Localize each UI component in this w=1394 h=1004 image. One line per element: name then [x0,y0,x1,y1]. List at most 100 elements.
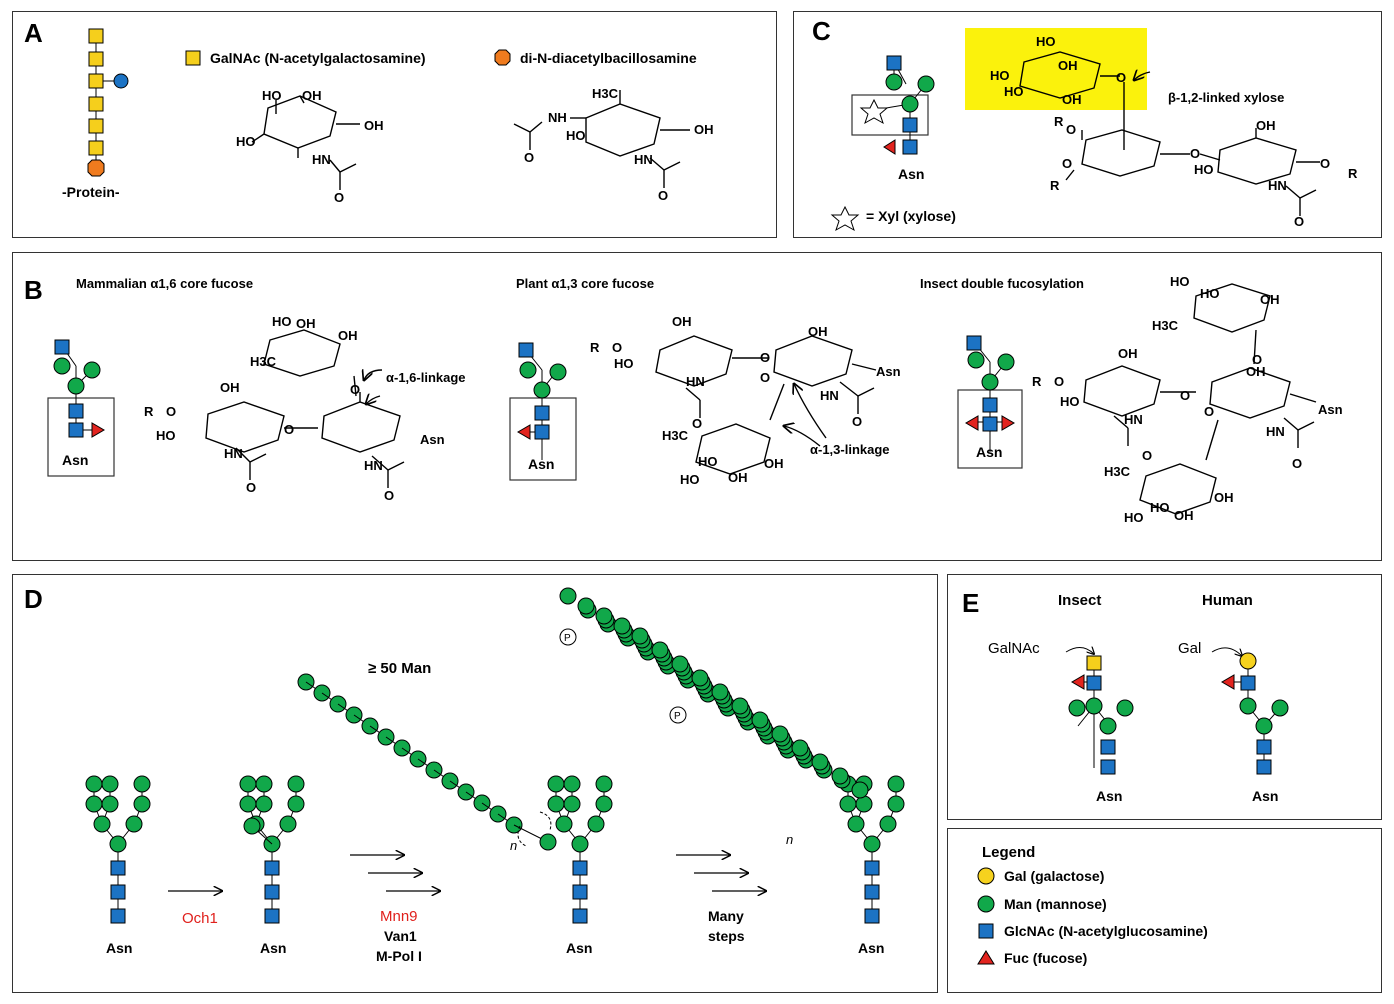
panel-a [12,11,777,238]
mannose-node [255,775,273,793]
bp-nh-1: HN [686,374,705,389]
bp-ho-2: HO [698,454,718,469]
mannose-node [631,627,649,645]
glcnac-node [864,860,880,876]
bm-o-3: O [284,422,295,437]
panel-b-plant-glycan [509,342,577,481]
galnac-structure [251,95,360,190]
mannose-node [831,767,849,785]
glcnac-node [864,908,880,924]
mannose-node [595,795,613,813]
mannose-node [771,725,789,743]
galnac-o: O [334,190,345,205]
panel-c [793,11,1382,238]
mannose-node [133,775,151,793]
glcnac-node [572,908,588,924]
galnac-legend-square [185,50,201,66]
panel-c-glycan [830,55,935,232]
e-insect-label: Insect [1058,592,1102,609]
glcnac-node [264,860,280,876]
bi-oh-5: OH [1174,508,1194,523]
bm-oh-2: OH [338,328,358,343]
panel-b-insect-glycan [957,335,1023,469]
linkage-13: α-1,3-linkage [810,442,890,457]
legend-glcnac: GlcNAc (N-acetylglucosamine) [1004,923,1208,939]
fuc-legend-triangle [977,950,995,965]
mannose-node [651,641,669,659]
xyl-o: O [1116,70,1127,85]
panel-d-arrows [168,855,766,891]
xyl-ho-2: HO [990,68,1010,83]
linkage-16: α-1,6-linkage [386,370,466,385]
glcnac-node [110,884,126,900]
legend-gal: Gal (galactose) [1004,868,1105,884]
mannose-node [555,815,573,833]
e-asn-1: Asn [1096,788,1123,804]
mannose-node [671,655,689,673]
bi-oh-3: OH [1246,364,1266,379]
c-o-2: O [1062,156,1073,171]
mpol-label: M-Pol I [376,948,422,964]
bp-o-5: O [852,414,863,429]
protein-label: -Protein- [62,184,120,200]
bi-asn: Asn [1318,402,1343,417]
panel-e-insect-glycan [1065,647,1134,775]
bp-o-4: O [692,416,703,431]
bp-oh-3: OH [764,456,784,471]
galnac-legend-label: GalNAc (N-acetylgalactosamine) [210,50,426,66]
bi-o-1: O [1252,352,1263,367]
mannose-node [577,597,595,615]
glcnac-node [264,908,280,924]
c-o-1: O [1066,122,1077,137]
van1-label: Van1 [384,928,417,944]
bp-oh-2: OH [808,324,828,339]
bac-legend-label: di-N-diacetylbacillosamine [520,50,697,66]
n-label-1: n [510,838,518,853]
xyl-ho-1: HO [1036,34,1056,49]
legend-title: Legend [982,844,1036,861]
c-r-1: R [1054,114,1064,129]
mannose-node [863,835,881,853]
mannose-node [93,815,111,833]
bp-asn: Asn [876,364,901,379]
bi-o-3: O [1180,388,1191,403]
bi-o-4: O [1204,404,1215,419]
mannose-node [887,795,905,813]
bm-o-5: O [384,488,395,503]
xyl-ho-3: HO [1004,84,1024,99]
mannose-node [239,775,257,793]
bp-ho-3: HO [680,472,700,487]
mannose-node [751,711,769,729]
glcnac-node [572,860,588,876]
bi-ho-2: HO [1200,286,1220,301]
bi-r: R [1032,374,1042,389]
mannose-node [559,587,577,605]
xyl-legend-label: = Xyl (xylose) [866,208,956,224]
mannose-node [547,775,565,793]
panel-b-label: B [24,275,43,305]
bi-nh-1: HN [1124,412,1143,427]
many-label: Many [708,908,744,924]
bm-oh-3: OH [220,380,240,395]
phosphate-label: P [564,633,571,644]
bac-legend-octagon [494,49,511,66]
bi-nh-2: HN [1266,424,1285,439]
glcnac-legend-square [978,923,994,939]
glcnac-node [572,884,588,900]
mnn9-label: Mnn9 [380,908,418,925]
mannose-node [595,775,613,793]
galnac-ho-top: HO [262,88,282,103]
panel-b-mammalian-structure [205,329,405,488]
panel-c-core [1065,128,1320,216]
mannose-node [109,835,127,853]
glcnac-node [110,908,126,924]
panel-e-human-glycan [1211,647,1289,775]
mannose-node [887,775,905,793]
bacillosamine-structure [513,90,690,188]
bi-oh-2: OH [1118,346,1138,361]
bm-o-2: O [166,404,177,419]
mannose-node [243,817,261,835]
mannose-node [595,607,613,625]
bm-nh-2: HN [364,458,383,473]
bm-asn: Asn [420,432,445,447]
